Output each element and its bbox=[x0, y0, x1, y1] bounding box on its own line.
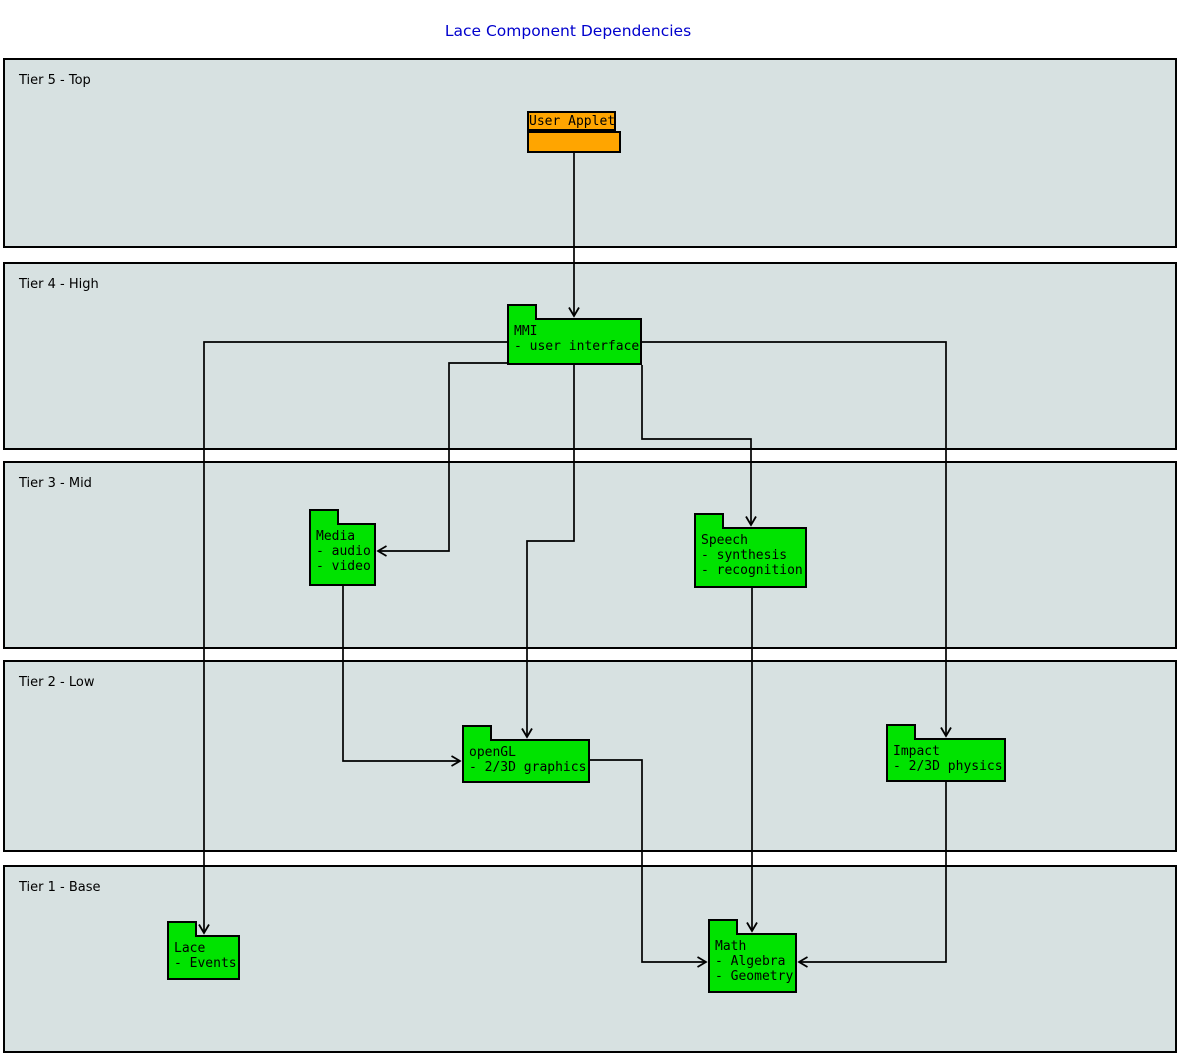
tier-3-label: Tier 3 - Mid bbox=[19, 476, 92, 491]
node-media-line: - audio bbox=[316, 544, 371, 559]
folder-tab-icon bbox=[167, 921, 197, 937]
node-impact-line: - 2/3D physics bbox=[893, 759, 1003, 774]
tier-1-label: Tier 1 - Base bbox=[19, 880, 101, 895]
tier-4-label: Tier 4 - High bbox=[19, 277, 99, 292]
node-media-line: - video bbox=[316, 559, 371, 574]
node-media-title: Media bbox=[316, 529, 356, 544]
node-opengl: openGL - 2/3D graphics bbox=[462, 725, 590, 783]
node-speech-line: - recognition bbox=[701, 563, 803, 578]
folder-tab-icon bbox=[507, 304, 537, 320]
node-user-applet-body bbox=[527, 131, 621, 153]
node-math-line: - Geometry bbox=[715, 969, 794, 984]
node-media: Media - audio - video bbox=[309, 509, 376, 586]
tier-5-band: Tier 5 - Top (Arrows indicate the direct… bbox=[3, 58, 1177, 277]
node-impact-title: Impact bbox=[893, 744, 940, 759]
tier-5-label: Tier 5 - Top bbox=[19, 73, 91, 88]
node-user-applet: User Applet bbox=[527, 111, 616, 131]
node-lace-title: Lace bbox=[174, 941, 206, 956]
folder-tab-icon bbox=[886, 724, 916, 740]
node-math-line: - Algebra bbox=[715, 954, 786, 969]
folder-tab-icon bbox=[462, 725, 492, 741]
node-opengl-line: - 2/3D graphics bbox=[469, 760, 587, 775]
node-math-title: Math bbox=[715, 939, 747, 954]
node-user-applet-label: User Applet bbox=[529, 114, 616, 129]
folder-tab-icon bbox=[694, 513, 724, 529]
tier-3-band: Tier 3 - Mid bbox=[3, 461, 1177, 649]
node-math: Math - Algebra - Geometry bbox=[708, 919, 797, 993]
node-lace: Lace - Events bbox=[167, 921, 240, 980]
tier-2-label: Tier 2 - Low bbox=[19, 675, 95, 690]
node-mmi-line: - user interface bbox=[514, 339, 640, 354]
node-speech-line: - synthesis bbox=[701, 548, 788, 563]
node-speech-title: Speech bbox=[701, 533, 748, 548]
node-opengl-title: openGL bbox=[469, 745, 516, 760]
diagram-title: Lace Component Dependencies bbox=[444, 22, 692, 40]
node-mmi: MMI - user interface bbox=[507, 304, 642, 365]
node-speech: Speech - synthesis - recognition bbox=[694, 513, 807, 588]
node-lace-line: - Events bbox=[174, 956, 237, 971]
folder-tab-icon bbox=[708, 919, 738, 935]
folder-tab-icon bbox=[309, 509, 339, 525]
node-impact: Impact - 2/3D physics bbox=[886, 724, 1006, 782]
node-mmi-title: MMI bbox=[514, 324, 538, 339]
